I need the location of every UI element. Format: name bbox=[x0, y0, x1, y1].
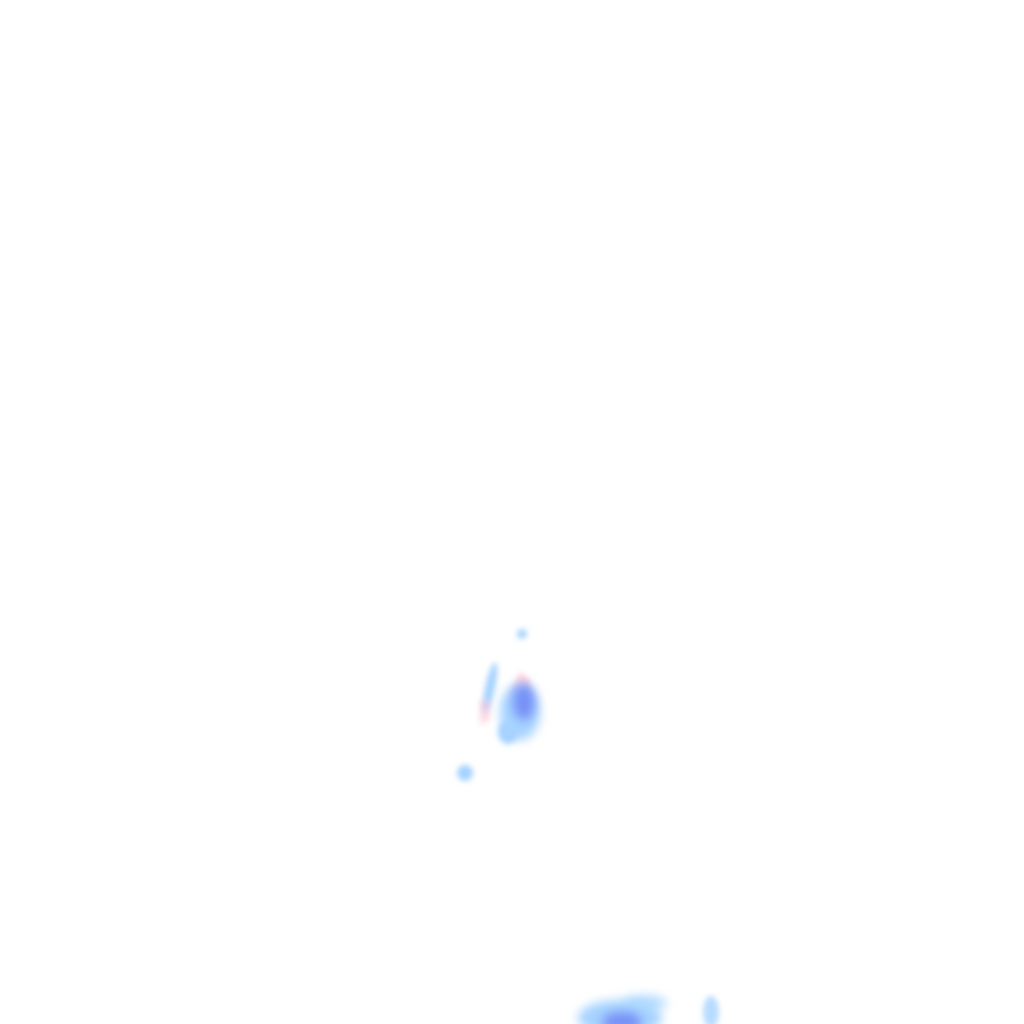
precip-cell-central bbox=[457, 629, 540, 781]
precip-cell-south bbox=[578, 995, 719, 1024]
